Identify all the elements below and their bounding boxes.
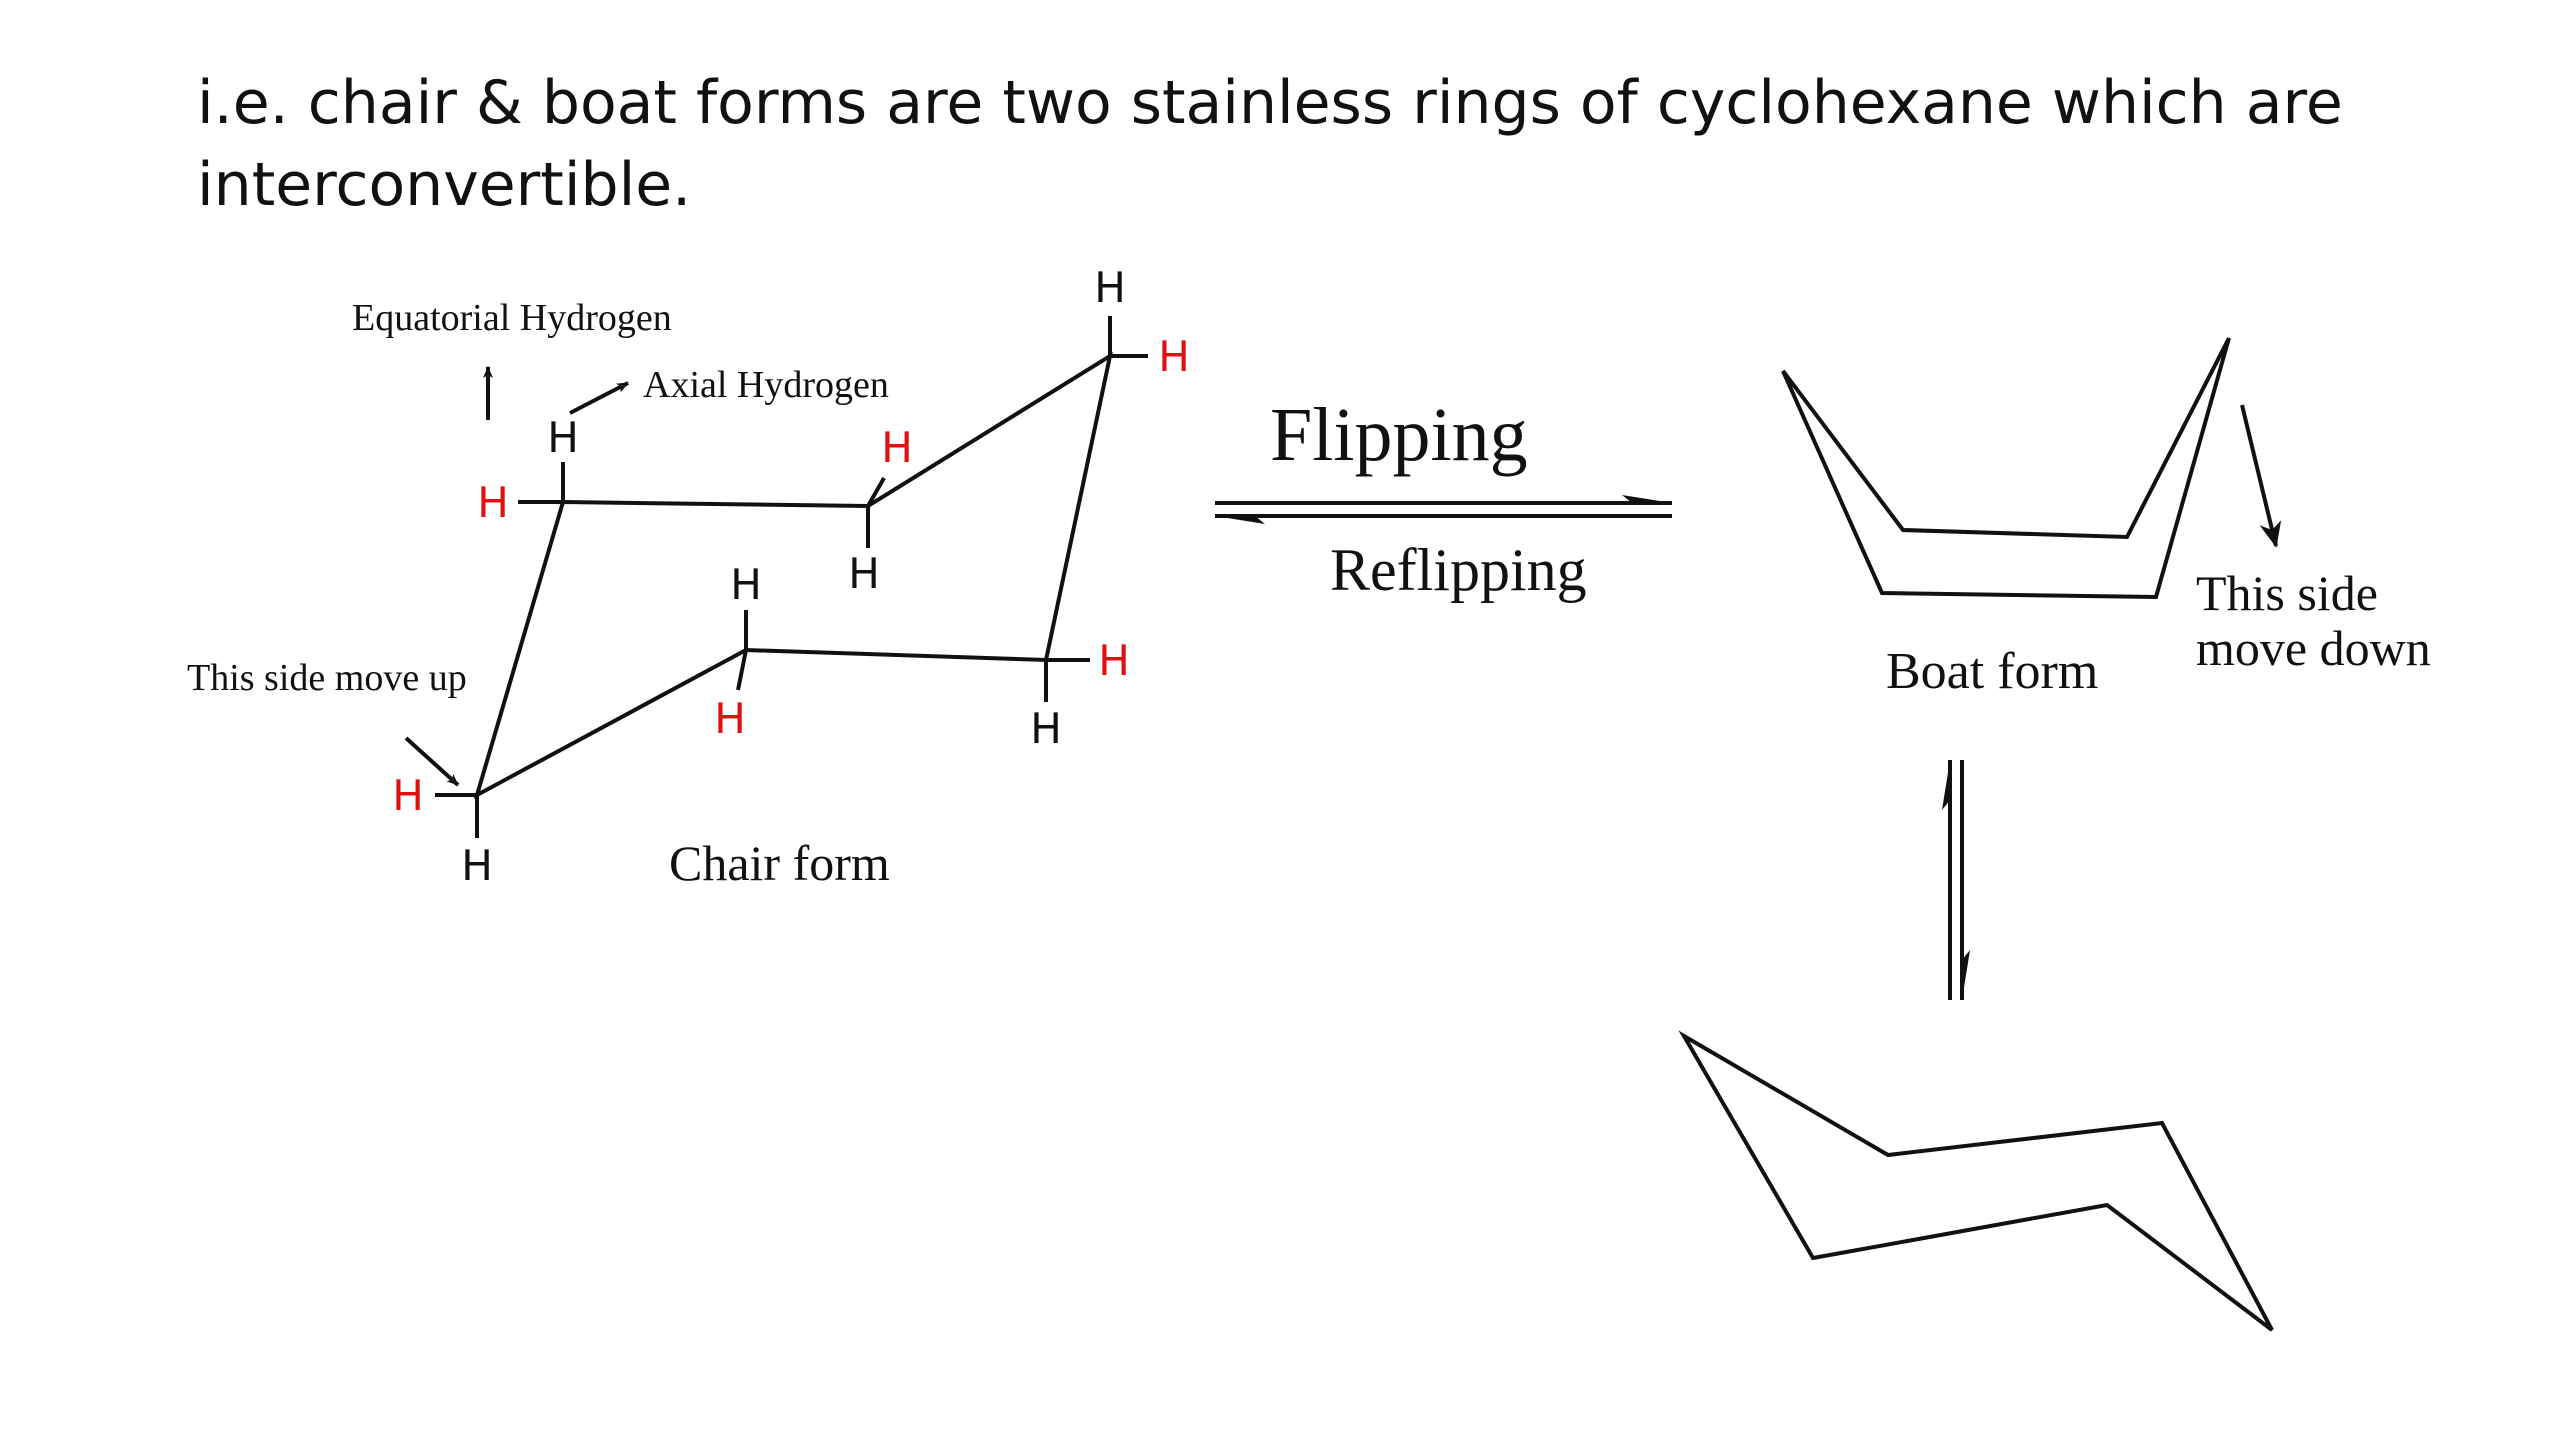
- hydrogen-atom-equatorial: H: [477, 478, 509, 527]
- boat-ring: [1781, 337, 2231, 600]
- hydrogen-atom-equatorial: H: [714, 694, 746, 743]
- hydrogen-atom: H: [848, 549, 880, 598]
- hydrogen-atom: H: [730, 560, 762, 609]
- equilibrium-vertical: [1942, 760, 1970, 1000]
- bond-c2-up: [866, 477, 886, 507]
- label-move-down: move down: [2196, 620, 2431, 676]
- label-chair-form: Chair form: [669, 835, 890, 891]
- flipped-chair-ring: [1678, 1030, 2274, 1332]
- hydrogen-atom: H: [1030, 704, 1062, 753]
- hydrogen-atom: H: [547, 413, 579, 462]
- arrow-move-up: [404, 736, 460, 787]
- equilibrium-horizontal: Flipping Reflipping: [1215, 393, 1672, 603]
- bond-c5-equatorial: [736, 649, 748, 691]
- chair-form: H H H H H H H H H H H H Equatorial Hydro…: [187, 263, 1190, 891]
- reverse-arrow-head: [1215, 516, 1265, 524]
- label-boat-form: Boat form: [1886, 643, 2098, 700]
- boat-form: This side move down Boat form: [1781, 337, 2431, 700]
- hydrogen-atom: H: [1094, 263, 1126, 312]
- slide-heading: i.e. chair & boat forms are two stainles…: [197, 62, 2497, 226]
- arrow-move-down: [2240, 404, 2282, 548]
- hydrogen-atom-equatorial: H: [881, 423, 913, 472]
- vertical-down-arrow-head: [1962, 950, 1970, 1000]
- label-this-side: This side: [2196, 565, 2378, 621]
- vertical-up-arrow-head: [1942, 760, 1950, 810]
- hydrogen-atom-equatorial: H: [1158, 332, 1190, 381]
- label-reflipping: Reflipping: [1330, 537, 1587, 603]
- label-axial-hydrogen: Axial Hydrogen: [643, 364, 889, 406]
- forward-arrow-head: [1622, 495, 1672, 503]
- label-flipping: Flipping: [1270, 393, 1528, 477]
- hydrogen-atom-equatorial: H: [1098, 636, 1130, 685]
- chair-form-flipped: [1678, 1030, 2274, 1332]
- heading-line-2: interconvertible.: [197, 150, 692, 220]
- hydrogen-atom: H: [461, 841, 493, 890]
- label-equatorial-hydrogen: Equatorial Hydrogen: [352, 297, 672, 339]
- heading-line-1: i.e. chair & boat forms are two stainles…: [197, 68, 2343, 138]
- arrow-axial: [569, 381, 629, 415]
- hydrogen-atom-equatorial: H: [392, 771, 424, 820]
- label-this-side-move-up: This side move up: [187, 657, 467, 699]
